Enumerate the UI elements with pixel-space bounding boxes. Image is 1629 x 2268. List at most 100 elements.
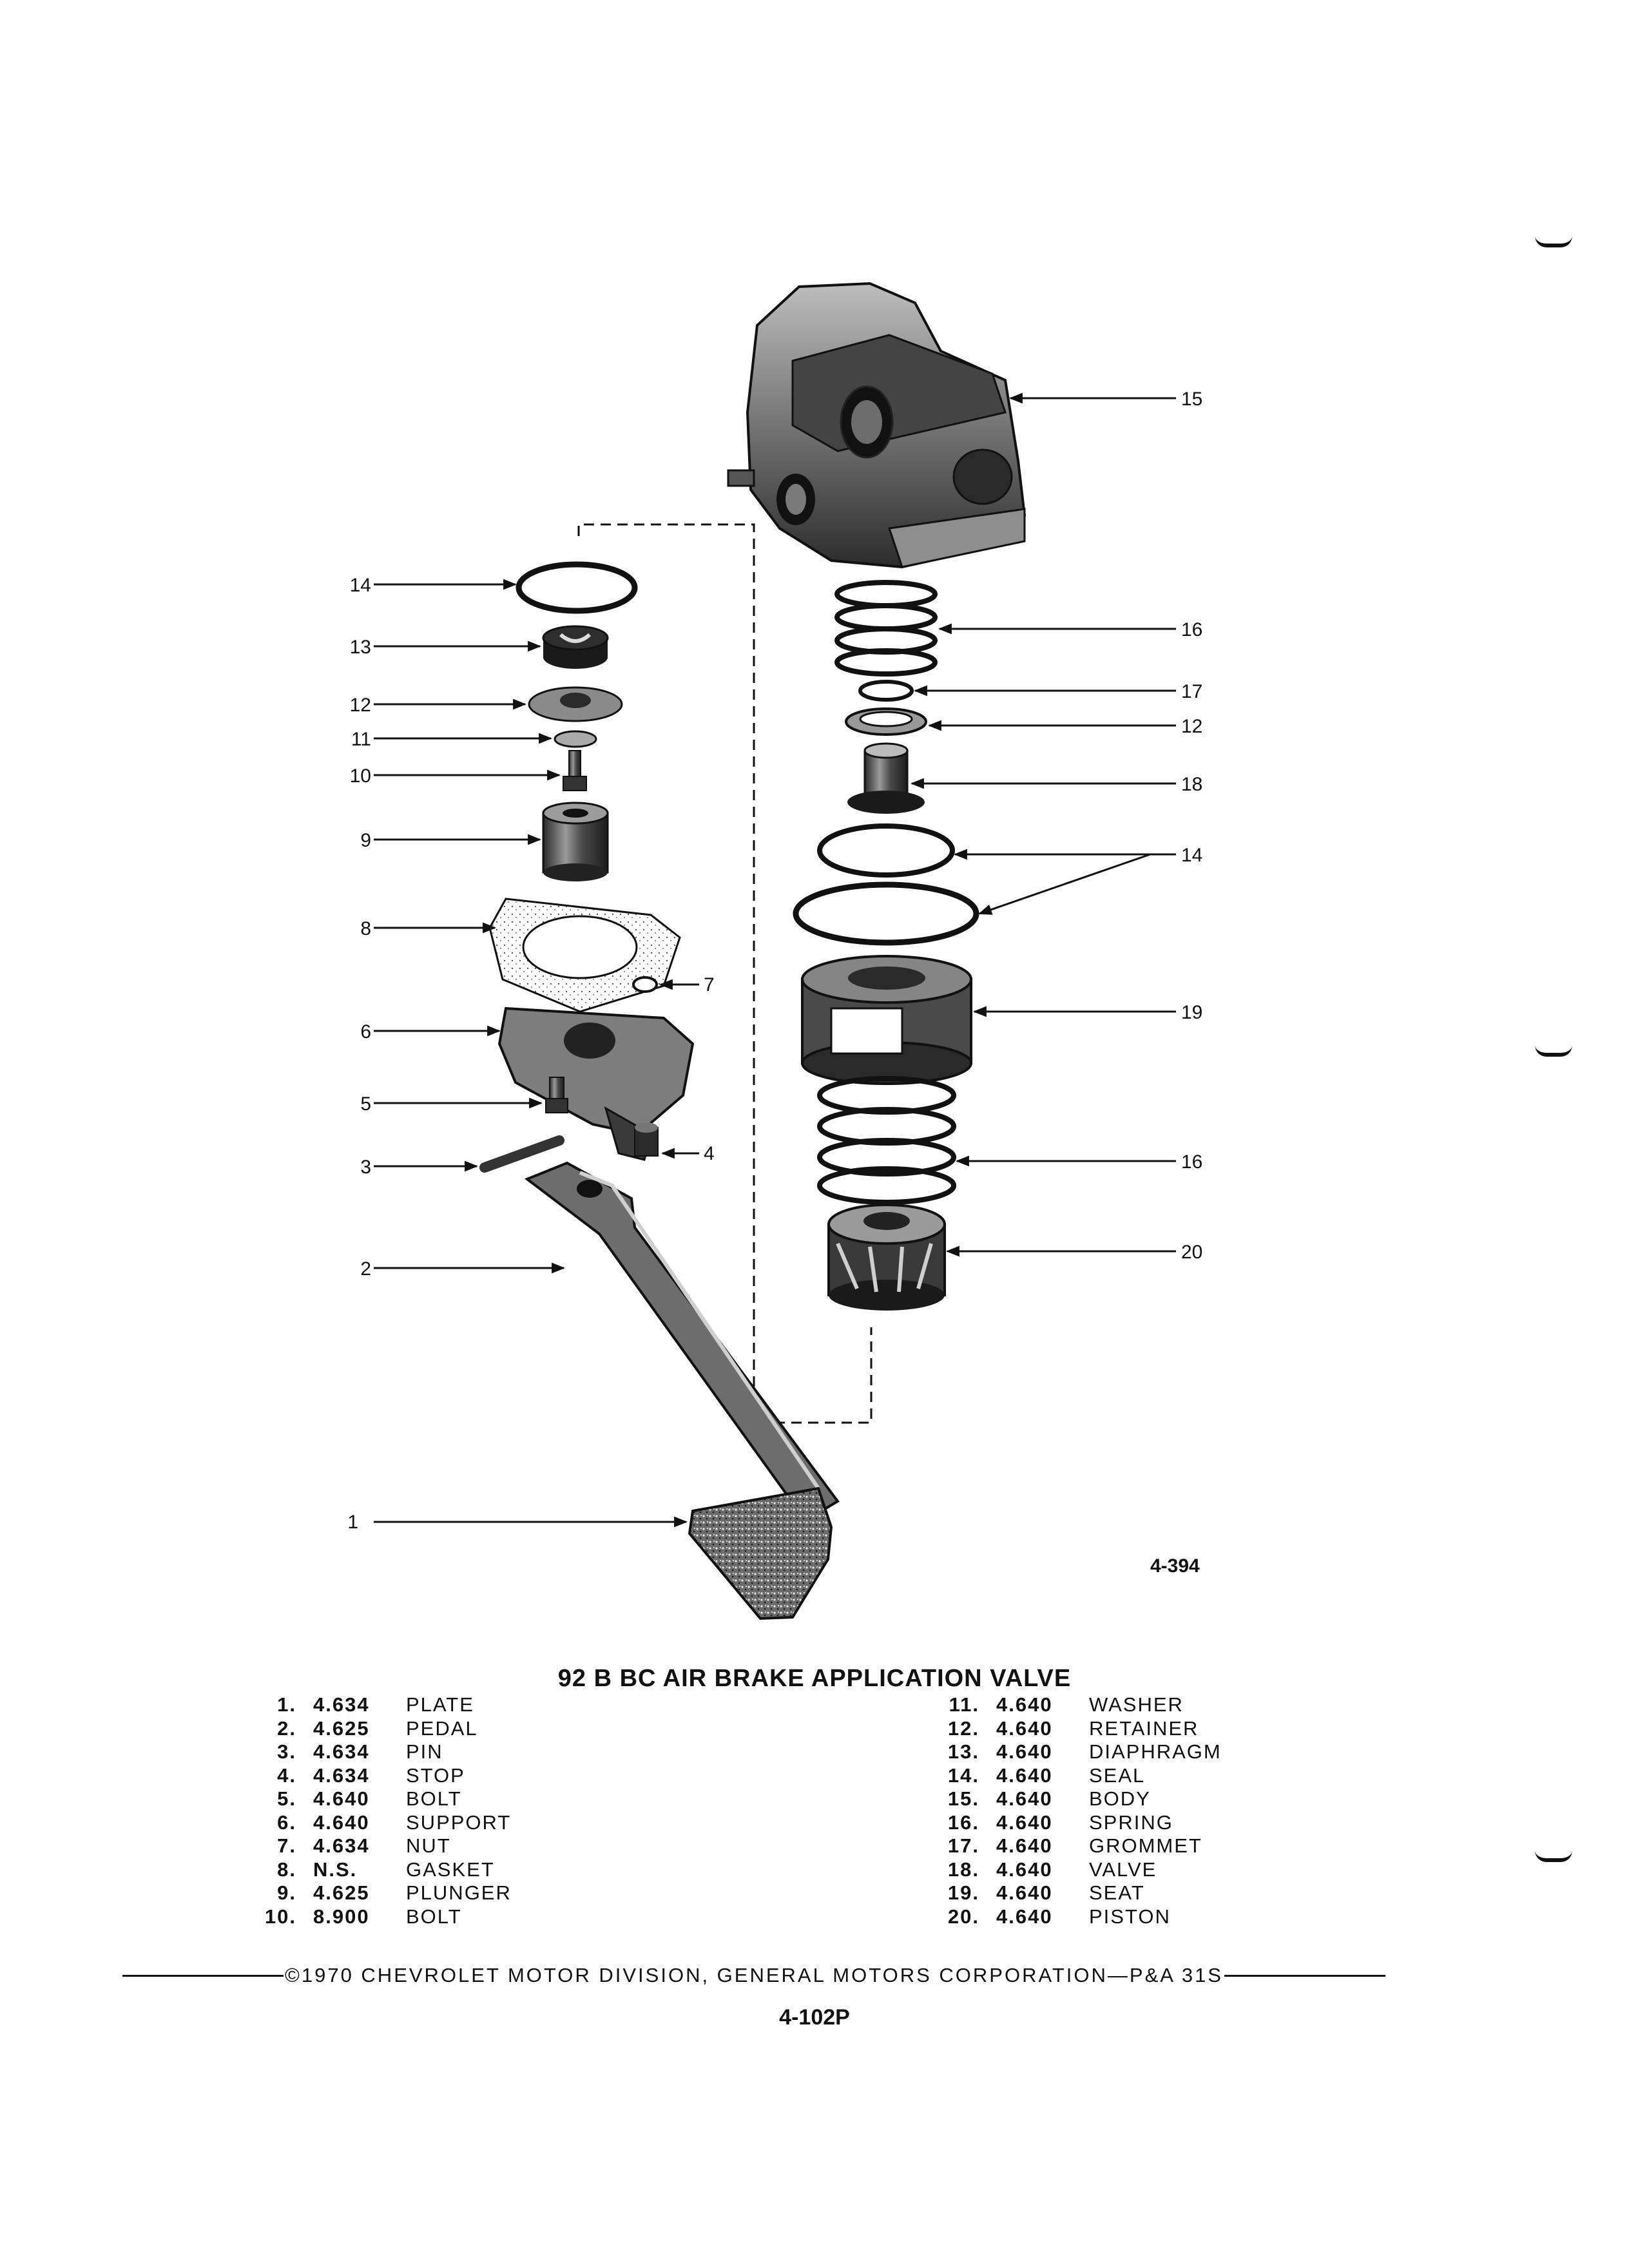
part-name: SPRING — [1089, 1811, 1173, 1834]
part-name: BOLT — [406, 1787, 462, 1810]
plate-part — [688, 1486, 833, 1620]
parts-list-row: 4. 4.634 STOP — [251, 1764, 702, 1788]
part-number: 11. — [949, 1693, 979, 1716]
part-code: 4.640 — [996, 1811, 1053, 1834]
valve-part — [847, 742, 925, 814]
parts-list-row: 5. 4.640 BOLT — [251, 1787, 702, 1811]
part-code: 4.640 — [313, 1787, 370, 1810]
callout-20: 20 — [1181, 1242, 1202, 1263]
part-name: GROMMET — [1089, 1834, 1202, 1857]
part-number: 2. — [277, 1716, 296, 1740]
footer-rule-left — [122, 1974, 284, 1977]
bolt-part — [545, 1077, 568, 1113]
diaphragm-part — [542, 625, 609, 669]
parts-list-row: 11. 4.640 WASHER — [934, 1693, 1385, 1717]
part-number: 6. — [277, 1811, 296, 1834]
part-name: PLUNGER — [406, 1881, 512, 1904]
part-number: 8. — [277, 1858, 296, 1881]
callout-18: 18 — [1181, 774, 1202, 795]
valve-body-part — [727, 282, 1027, 569]
retainer-part — [528, 686, 623, 722]
gasket-part — [488, 898, 681, 1013]
part-name: PIN — [406, 1740, 443, 1763]
pin-part — [479, 1135, 564, 1173]
callout-2: 2 — [360, 1258, 371, 1280]
part-name: WASHER — [1089, 1693, 1184, 1716]
part-code: 4.640 — [996, 1787, 1053, 1810]
callout-19: 19 — [1181, 1002, 1202, 1023]
page-number: 4-102P — [779, 2005, 850, 2030]
plunger-part — [542, 802, 609, 881]
part-number: 14. — [947, 1763, 979, 1787]
seal-ring-part — [516, 561, 638, 614]
page-title: 92 B BC AIR BRAKE APPLICATION VALVE — [557, 1665, 1072, 1692]
callout-17: 17 — [1181, 681, 1202, 702]
callout-14-left: 14 — [350, 575, 371, 596]
part-code: 4.634 — [313, 1693, 370, 1716]
part-number: 7. — [277, 1834, 296, 1857]
part-name: GASKET — [406, 1858, 495, 1881]
parts-list-row: 6. 4.640 SUPPORT — [251, 1811, 702, 1835]
part-name: DIAPHRAGM — [1089, 1740, 1222, 1763]
parts-list-row: 2. 4.625 PEDAL — [251, 1717, 702, 1741]
assembly-guide-line — [577, 523, 872, 1424]
part-code: 4.640 — [313, 1811, 370, 1834]
part-code: 4.625 — [313, 1716, 370, 1740]
callout-3: 3 — [360, 1157, 371, 1178]
part-number: 5. — [277, 1787, 296, 1810]
callout-6: 6 — [360, 1021, 371, 1043]
callout-1: 1 — [347, 1512, 358, 1533]
part-code: 4.640 — [996, 1716, 1053, 1740]
callout-4: 4 — [704, 1143, 715, 1164]
parts-list-row: 14. 4.640 SEAL — [934, 1764, 1385, 1788]
part-code: 4.640 — [996, 1693, 1053, 1716]
spring-upper-part — [834, 580, 938, 677]
retainer-right-part — [845, 707, 927, 736]
part-code: 4.640 — [996, 1858, 1053, 1881]
seat-part — [801, 955, 972, 1085]
callout-12-right: 12 — [1181, 716, 1202, 737]
part-code: 4.634 — [313, 1763, 370, 1787]
part-name: SEAL — [1089, 1763, 1146, 1787]
parts-list-row: 13. 4.640 DIAPHRAGM — [934, 1740, 1385, 1764]
part-number: 18. — [947, 1858, 979, 1881]
part-name: PEDAL — [406, 1716, 478, 1740]
seal-ring-right-large — [793, 881, 979, 946]
part-name: BODY — [1089, 1787, 1151, 1810]
callout-13: 13 — [350, 637, 371, 658]
callout-7: 7 — [704, 974, 715, 995]
part-number: 4. — [277, 1763, 296, 1787]
part-code: 4.640 — [996, 1740, 1053, 1763]
part-code: 4.640 — [996, 1881, 1053, 1904]
part-name: SUPPORT — [406, 1811, 512, 1834]
callout-8: 8 — [360, 918, 371, 939]
spring-lower-part — [817, 1076, 956, 1205]
part-number: 13. — [947, 1740, 979, 1763]
part-code: 4.640 — [996, 1763, 1053, 1787]
callout-9: 9 — [360, 830, 371, 851]
part-number: 3. — [277, 1740, 296, 1763]
part-number: 9. — [277, 1881, 296, 1904]
bolt-small-part — [563, 750, 587, 791]
part-number: 19. — [947, 1881, 979, 1904]
seal-ring-right-small — [817, 823, 955, 878]
part-name: STOP — [406, 1763, 465, 1787]
part-number: 20. — [947, 1905, 979, 1928]
callout-10: 10 — [350, 765, 371, 787]
figure-number: 4-394 — [1150, 1555, 1200, 1577]
piston-part — [827, 1204, 946, 1311]
callout-5: 5 — [360, 1093, 371, 1115]
part-number: 1. — [277, 1693, 296, 1716]
callout-16-upper: 16 — [1181, 619, 1202, 640]
callout-16-lower: 16 — [1181, 1151, 1202, 1173]
